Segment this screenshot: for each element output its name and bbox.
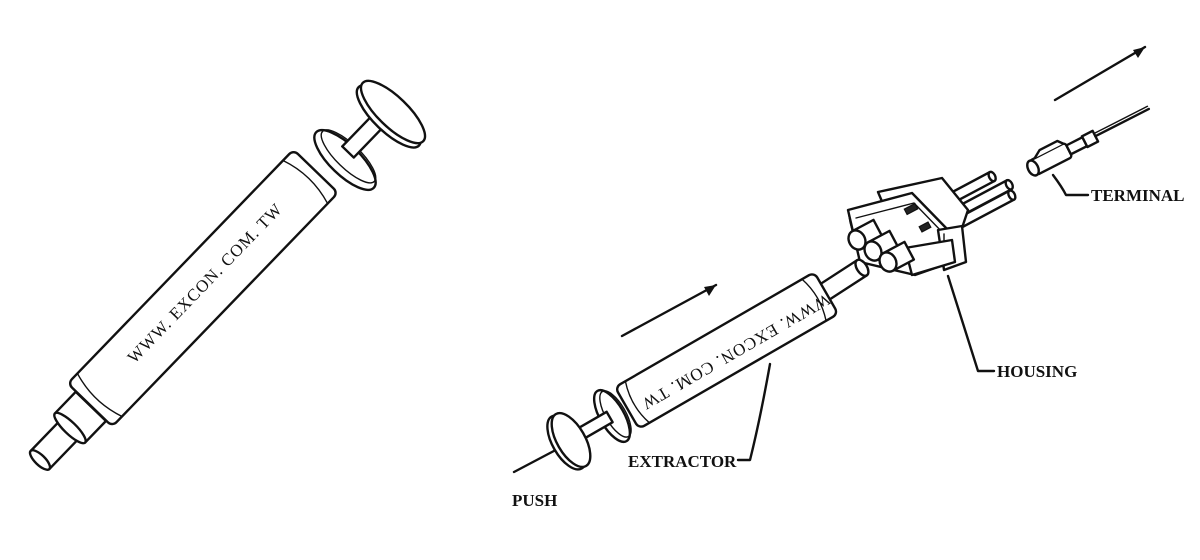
terminal-part — [1026, 105, 1151, 177]
push-label: PUSH — [512, 491, 557, 510]
extractor-callout: EXTRACTOR — [628, 362, 772, 471]
extractor-assembly-tip — [813, 258, 870, 304]
extractor-assembly-barrel — [615, 273, 838, 428]
terminal-callout: TERMINAL — [1051, 173, 1185, 205]
extractor-assembly-cap — [546, 411, 592, 471]
direction-arrow-middle — [620, 283, 718, 338]
housing-part — [846, 170, 1017, 277]
terminal-label: TERMINAL — [1091, 186, 1185, 205]
direction-arrow-top — [1053, 45, 1147, 102]
housing-callout: HOUSING — [946, 274, 1077, 381]
extractor-assembly-watermark: WWW. EXCON. COM. TW — [638, 290, 833, 414]
extractor-left-watermark: WWW. EXCON. COM. TW — [124, 199, 287, 366]
extractor-left-cap — [355, 79, 427, 149]
extractor-tool-left: WWW. EXCON. COM. TW — [28, 79, 427, 471]
extractor-label: EXTRACTOR — [628, 452, 737, 471]
housing-label: HOUSING — [997, 362, 1077, 381]
extractor-left-barrel — [68, 150, 337, 426]
